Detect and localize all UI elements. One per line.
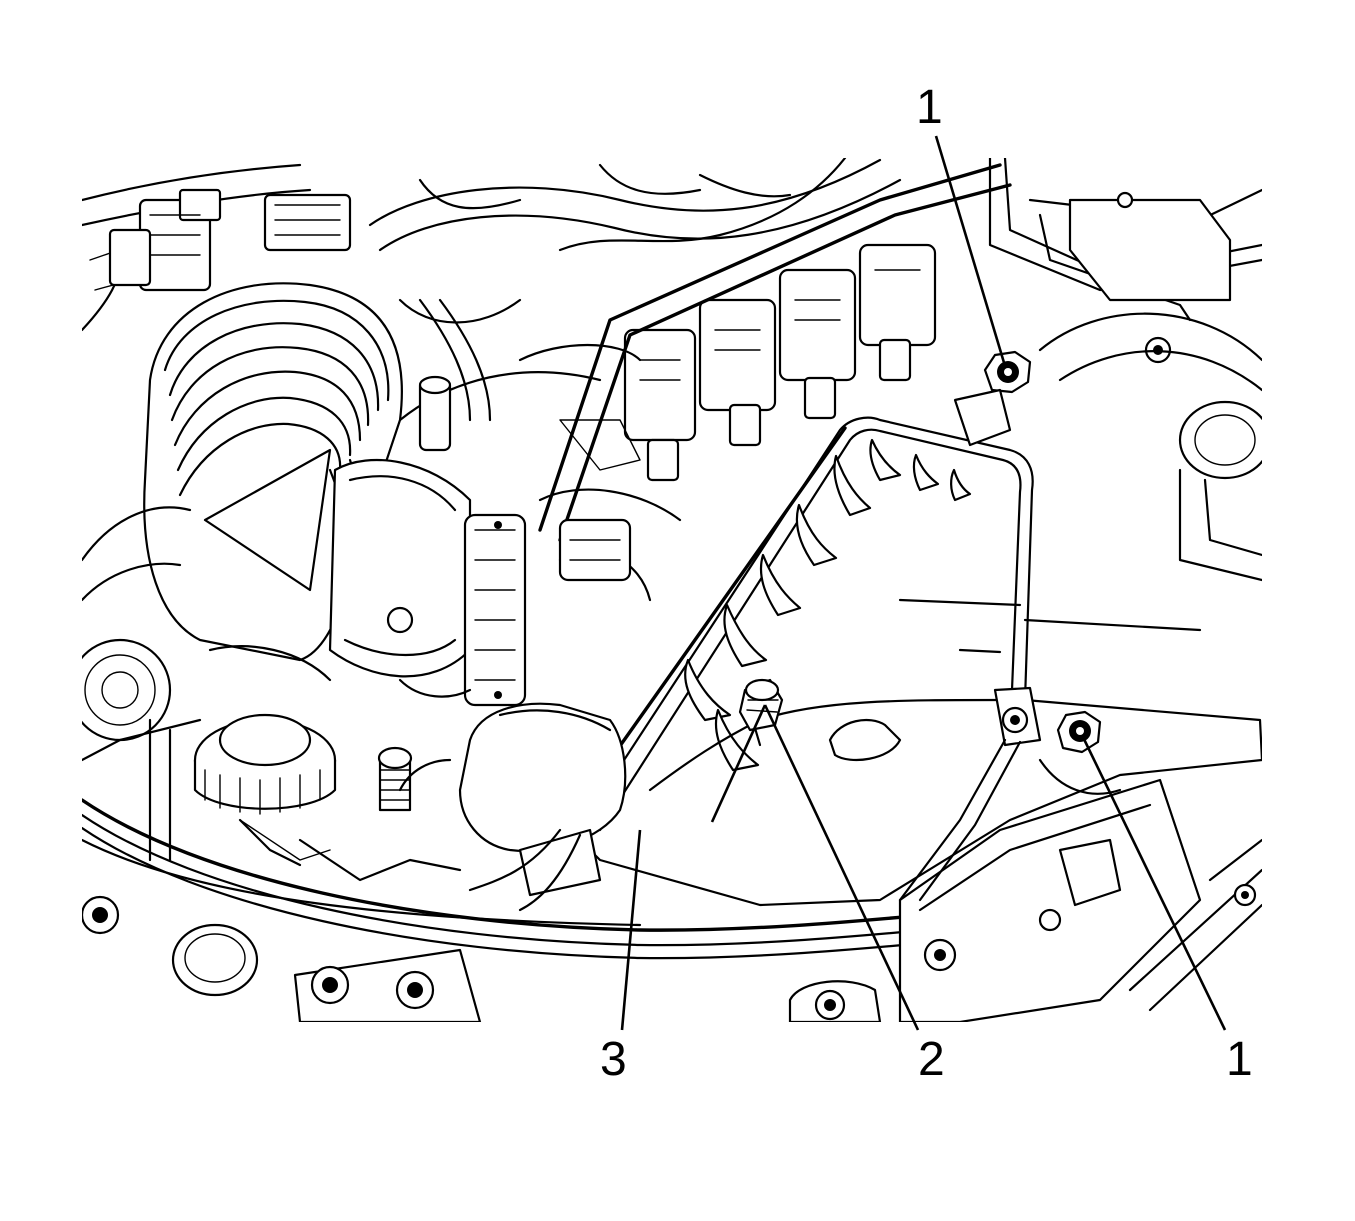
callout-2: 2 <box>918 1033 945 1086</box>
callout-1-top: 1 <box>916 81 943 134</box>
leader-item-1-bottom <box>1080 734 1227 1031</box>
engine-background <box>82 158 1262 602</box>
leader-item-2a <box>763 704 920 1031</box>
callout-1-bottom: 1 <box>1226 1033 1253 1086</box>
nut-item-1-top <box>953 350 1032 447</box>
leader-item-3 <box>620 829 642 1031</box>
nut-item-1-bottom <box>1056 710 1102 754</box>
lower-left-components <box>82 506 642 1022</box>
leader-lines <box>620 135 1227 1031</box>
leader-item-1-top <box>934 135 1007 367</box>
leader-item-2b <box>710 704 767 823</box>
intake-duct <box>143 282 527 707</box>
callout-3: 3 <box>600 1033 627 1086</box>
air-cleaner-housing <box>239 416 1262 912</box>
front-rail <box>82 778 1262 1022</box>
